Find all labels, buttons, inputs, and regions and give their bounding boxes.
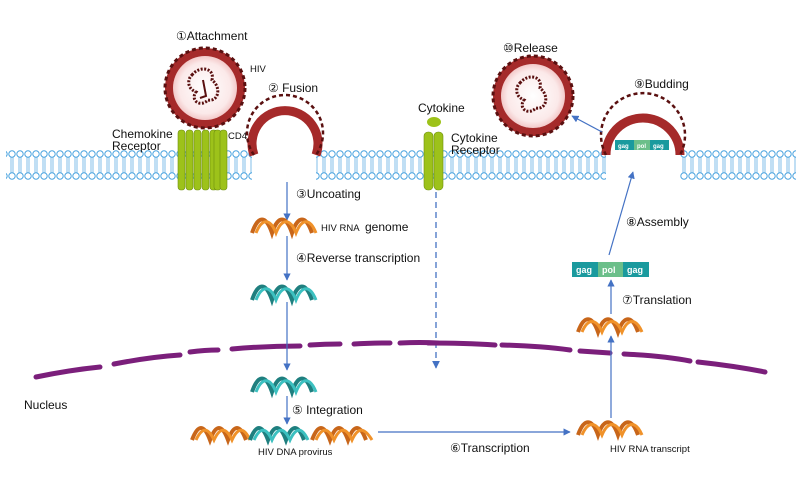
step-uncoating-label: ③Uncoating [296,187,361,201]
gag-label-1: gag [576,265,592,275]
budding-polyprotein: gag pol gag [615,140,669,150]
nuclear-envelope [33,340,768,380]
viral-dna-nuclear [250,376,318,399]
step-budding-label: ⑨Budding [634,77,689,91]
budding-envelope [599,91,687,156]
fusion-envelope [245,93,325,157]
assembly-arrow [608,171,635,256]
nucleus-label: Nucleus [24,398,67,412]
cytokine [427,117,441,127]
gag-pol-polyprotein: gag pol gag [572,262,649,277]
hiv-rna-transcript-label: HIV RNA transcript [610,444,690,455]
cytokine-label: Cytokine [418,101,465,115]
cytokine-receptor-label-1: Cytokine [451,131,498,145]
chemokine-receptor [177,129,218,191]
cytoplasmic-rna [576,317,644,339]
hiv-dna-provirus [190,426,374,446]
step-translation-label: ⑦Translation [622,293,692,307]
release-arrow [571,115,603,133]
step-integration-label: ⑤ Integration [292,403,363,417]
step-reverse-transcription-label: ④Reverse transcription [296,251,420,265]
cd4-label: CD4 [228,131,247,142]
hiv-rna-genome-label-b: genome [365,220,409,234]
hiv-virion-attachment [163,46,247,130]
step-assembly-label: ⑧Assembly [626,215,689,229]
bud-gag-2: gag [653,144,664,150]
step-release-label: ⑩Release [503,41,558,55]
cytokine-receptor-label-2: Receptor [451,143,500,157]
cd4-receptor [213,129,228,191]
hiv-rna-transcript [576,420,644,442]
step-transcription-label: ⑥Transcription [450,441,530,455]
bud-gag-1: gag [618,144,629,150]
step-fusion-label: ② Fusion [268,81,318,95]
hiv-rna-genome-label-a: HIV RNA [321,223,360,234]
hiv-dna-provirus-label: HIV DNA provirus [258,447,333,458]
gag-label-2: gag [627,265,643,275]
hiv-label: HIV [250,64,267,75]
step-attachment-label: ①Attachment [176,29,248,43]
chemokine-receptor-label-2: Receptor [112,139,161,153]
hiv-virion-release [491,54,575,138]
hiv-rna-genome [250,217,318,240]
cytokine-receptor [423,131,444,191]
pol-label: pol [602,265,616,275]
viral-dna [250,284,318,307]
bud-pol: pol [637,144,646,150]
chemokine-receptor-label-1: Chemokine [112,127,173,141]
